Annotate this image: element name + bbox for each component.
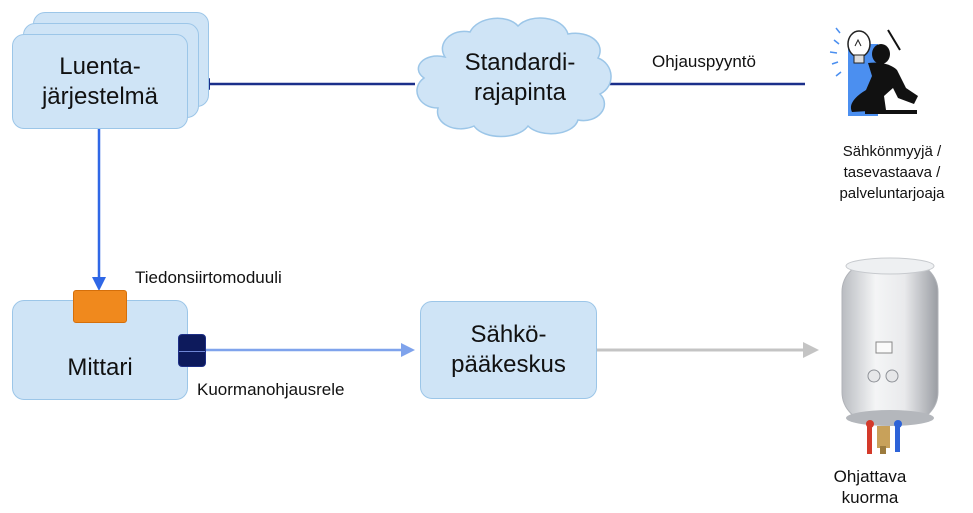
cloud-shape — [416, 17, 612, 138]
main-panel-label-line2: pääkeskus — [451, 351, 566, 378]
control-request-label: Ohjauspyyntö — [652, 52, 756, 71]
retailer-label: Sähkönmyyjä / tasevastaava / palveluntar… — [824, 141, 960, 204]
reading-system-box[interactable]: Luenta- järjestelmä — [12, 34, 188, 129]
controlled-load-label: Ohjattava kuorma — [832, 466, 908, 508]
water-heater-icon — [841, 257, 939, 454]
standard-interface-line1: Standardi- — [464, 49, 576, 76]
comm-module-label: Tiedonsiirtomoduuli — [135, 268, 282, 287]
person-with-lightbulb-icon — [829, 27, 918, 116]
controlled-load-line1: Ohjattava — [833, 467, 907, 486]
reading-system-label-line1: Luenta- — [59, 52, 141, 80]
standard-interface-line2: rajapinta — [473, 79, 567, 106]
load-relay[interactable] — [178, 334, 206, 367]
load-relay-label: Kuormanohjausrele — [197, 380, 345, 399]
meter-label: Mittari — [67, 354, 133, 381]
main-panel-box[interactable]: Sähkö- pääkeskus — [420, 301, 597, 399]
retailer-label-line1: Sähkönmyyjä / — [842, 143, 942, 160]
comm-module[interactable] — [73, 290, 127, 323]
controlled-load-line2: kuorma — [841, 488, 899, 507]
standard-interface-label[interactable]: Standardi- rajapinta — [430, 48, 610, 108]
retailer-label-line3: palveluntarjoaja — [839, 185, 945, 202]
reading-system-label-line2: järjestelmä — [41, 82, 159, 110]
main-panel-label-line1: Sähkö- — [470, 321, 547, 348]
retailer-label-line2: tasevastaava / — [843, 164, 941, 181]
